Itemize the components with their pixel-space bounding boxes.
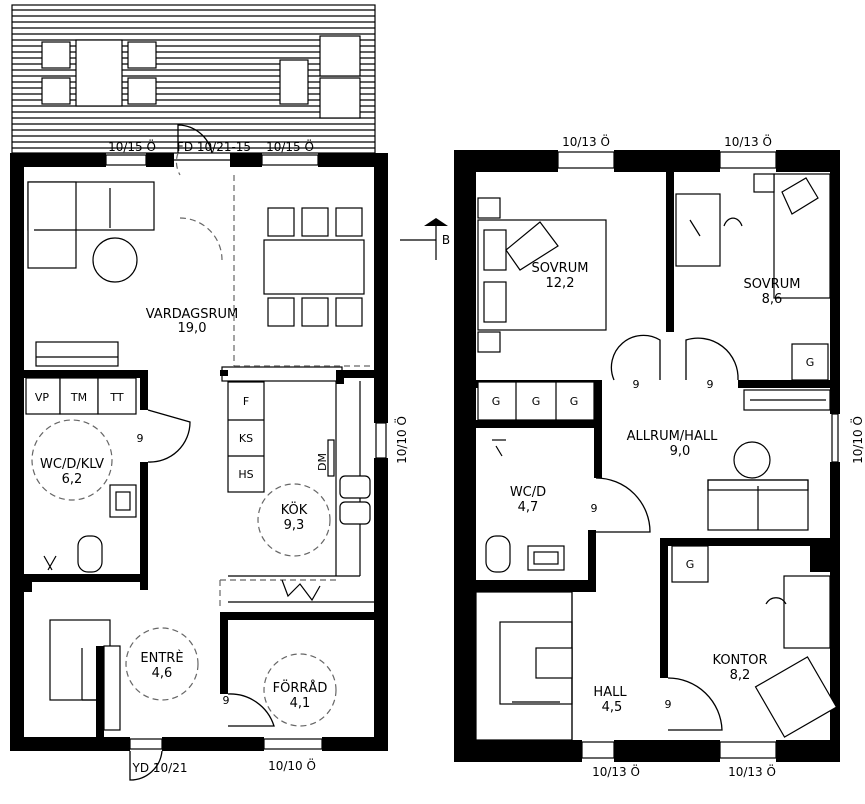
right-unit-lines [475, 151, 839, 759]
door-width-bath-right: 9 [591, 502, 598, 515]
bedroom-1-fixtures [477, 197, 607, 421]
section-marker [400, 218, 448, 260]
room-area-entre: 4,6 [152, 666, 173, 681]
window-label-bottom-left: 10/10 Ö [268, 757, 316, 773]
room-area-sovrum-2: 8,6 [762, 292, 783, 307]
door-width-bedroom-2: 9 [707, 378, 714, 391]
fixture-label-g-1: G [492, 395, 501, 408]
window-label-top-right-2: 10/13 Ö [724, 133, 772, 149]
window-label-top-right-1: 10/13 Ö [562, 133, 610, 149]
bedroom-2-fixtures [675, 173, 831, 381]
entry-storage-fixtures [49, 619, 337, 781]
fixture-label-g-2: G [532, 395, 541, 408]
room-name-allrum-hall: ALLRUM/HALL [627, 429, 718, 444]
bathroom-right-fixtures [485, 439, 651, 573]
room-area-kok: 9,3 [284, 518, 305, 533]
room-area-allrum-hall: 9,0 [670, 444, 691, 459]
fixture-label-g-4: G [806, 356, 815, 369]
bathroom-left-fixtures [25, 377, 191, 573]
room-area-kontor: 8,2 [730, 668, 751, 683]
fixture-label-tt: TT [109, 391, 124, 404]
room-name-kontor: KONTOR [713, 653, 768, 668]
room-name-sovrum-2: SOVRUM [744, 277, 801, 292]
office-fixtures [499, 545, 838, 738]
room-area-forrad: 4,1 [290, 696, 311, 711]
terrace-furniture [41, 35, 361, 119]
room-labels: VARDAGSRUM 19,0 WC/D/KLV 6,2 KÖK 9,3 ENT… [40, 261, 800, 715]
kitchen-fixtures [227, 381, 371, 602]
window-label-side-left: 10/10 Ö [393, 416, 409, 464]
window-label-bottom-right-2: 10/13 Ö [728, 763, 776, 779]
room-name-sovrum-1: SOVRUM [532, 261, 589, 276]
door-width-labels: 9 9 9 9 9 9 B [137, 233, 714, 711]
room-area-sovrum-1: 12,2 [546, 276, 575, 291]
window-label-bottom-right-1: 10/13 Ö [592, 763, 640, 779]
room-name-wc-d-klv: WC/D/KLV [40, 457, 104, 472]
left-unit-lines [105, 154, 387, 750]
terrace [11, 4, 376, 154]
fixture-label-g-5: G [686, 558, 695, 571]
room-name-hall: HALL [593, 685, 627, 700]
room-name-entre: ENTRÈ [140, 650, 183, 666]
door-width-office: 9 [665, 698, 672, 711]
living-room-furniture [27, 181, 365, 367]
door-label-terrace: FD 10/21-15 [177, 140, 251, 154]
window-label-top-1: 10/15 Ö [108, 138, 156, 154]
door-width-bedroom-1: 9 [633, 378, 640, 391]
room-name-kok: KÖK [281, 501, 308, 518]
fixture-labels: VP TM TT F KS HS DM G G G G G [35, 356, 814, 571]
right-unit-walls [454, 150, 840, 762]
fixture-label-ks: KS [239, 432, 253, 445]
fixture-label-dm: DM [316, 453, 329, 471]
window-label-top-2: 10/15 Ö [266, 138, 314, 154]
door-label-entry: YD 10/21 [132, 761, 188, 775]
room-name-forrad: FÖRRÅD [273, 679, 328, 696]
fixture-label-f: F [243, 395, 249, 408]
room-area-wc-d: 4,7 [518, 500, 539, 515]
room-area-vardagsrum: 19,0 [178, 321, 207, 336]
window-labels: 10/15 Ö FD 10/21-15 10/15 Ö YD 10/21 10/… [108, 133, 865, 779]
window-label-side-right: 10/10 Ö [849, 416, 865, 464]
door-width-storage: 9 [223, 694, 230, 707]
fixture-label-g-3: G [570, 395, 579, 408]
left-unit-walls [10, 153, 388, 751]
room-name-vardagsrum: VARDAGSRUM [146, 307, 239, 322]
section-marker-label: B [442, 233, 450, 247]
terrace-door [175, 124, 213, 176]
fixture-label-tm: TM [70, 391, 87, 404]
fixture-label-vp: VP [35, 391, 50, 404]
fixture-label-hs: HS [238, 468, 253, 481]
room-area-wc-d-klv: 6,2 [62, 472, 83, 487]
room-name-wc-d: WC/D [510, 485, 546, 500]
room-area-hall: 4,5 [602, 700, 623, 715]
door-width-bath-left: 9 [137, 432, 144, 445]
hall-fixtures [610, 334, 831, 531]
